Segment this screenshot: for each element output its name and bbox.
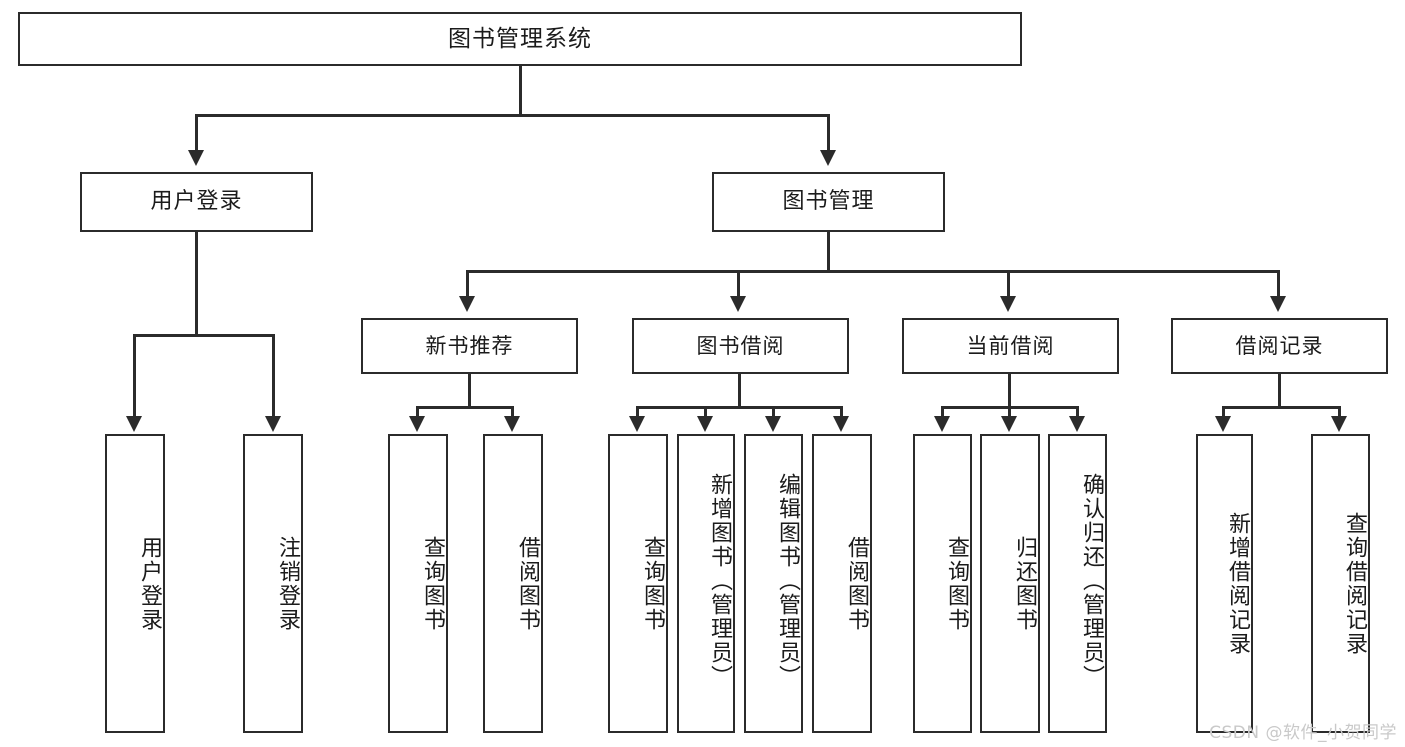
arrowhead-query-book-3 (934, 416, 950, 432)
node-new-book-recommend[interactable]: 新书推荐 (361, 318, 578, 374)
leaf-borrow-book-recommend[interactable]: 借阅图书 (483, 434, 543, 733)
leaf-add-borrow-record[interactable]: 新增借阅记录 (1196, 434, 1253, 733)
connector-drop-query-book-1 (416, 406, 419, 418)
connector-drop-query-book-2 (636, 406, 639, 418)
node-root-book-management-system[interactable]: 图书管理系统 (18, 12, 1022, 66)
connector-user-login-stem (195, 232, 198, 336)
arrowhead-leaf-logout (265, 416, 281, 432)
arrowhead-add-book (697, 416, 713, 432)
connector-drop-edit-book (772, 406, 775, 418)
node-book-management[interactable]: 图书管理 (712, 172, 945, 232)
node-user-login[interactable]: 用户登录 (80, 172, 313, 232)
node-label: 用户登录 (150, 189, 243, 215)
connector-level1-bus (195, 114, 829, 117)
arrowhead-borrow-book-2 (833, 416, 849, 432)
node-label: 新增借阅记录 (1225, 511, 1250, 656)
connector-drop-add-borrow-record (1222, 406, 1225, 418)
node-label: 查询图书 (640, 535, 665, 632)
leaf-confirm-return-admin[interactable]: 确认归还（管理员） (1048, 434, 1107, 733)
arrowhead-borrow-record (1270, 296, 1286, 312)
node-label: 图书借阅 (696, 333, 785, 358)
connector-drop-current-borrow (1007, 270, 1010, 298)
connector-drop-borrow-record (1277, 270, 1280, 298)
leaf-query-book-recommend[interactable]: 查询图书 (388, 434, 448, 733)
leaf-logout[interactable]: 注销登录 (243, 434, 303, 733)
arrowhead-add-borrow-record (1215, 416, 1231, 432)
arrowhead-book-management (820, 150, 836, 166)
connector-user-login-bus (133, 334, 275, 337)
node-label: 注销登录 (275, 535, 300, 632)
node-label: 查询图书 (944, 535, 969, 632)
arrowhead-book-borrow (730, 296, 746, 312)
leaf-query-book-borrow[interactable]: 查询图书 (608, 434, 668, 733)
arrowhead-query-book-1 (409, 416, 425, 432)
leaf-edit-book-admin[interactable]: 编辑图书（管理员） (744, 434, 803, 733)
connector-borrow-record-bus (1222, 406, 1340, 409)
connector-level2-bus (466, 270, 1280, 273)
node-current-borrow[interactable]: 当前借阅 (902, 318, 1119, 374)
connector-drop-borrow-book-1 (511, 406, 514, 418)
connector-drop-confirm-return (1076, 406, 1079, 418)
arrowhead-confirm-return (1069, 416, 1085, 432)
node-label: 借阅记录 (1235, 333, 1324, 358)
arrowhead-user-login (188, 150, 204, 166)
connector-current-borrow-stem (1008, 374, 1011, 408)
node-borrow-record[interactable]: 借阅记录 (1171, 318, 1388, 374)
leaf-user-login[interactable]: 用户登录 (105, 434, 165, 733)
node-label: 图书管理 (782, 189, 875, 215)
node-label: 新书推荐 (425, 333, 514, 358)
node-label: 当前借阅 (966, 333, 1055, 358)
arrowhead-leaf-user-login (126, 416, 142, 432)
connector-drop-book-borrow (737, 270, 740, 298)
node-label: 用户登录 (137, 535, 162, 632)
connector-book-borrow-bus (636, 406, 842, 409)
leaf-query-book-current[interactable]: 查询图书 (913, 434, 972, 733)
connector-drop-borrow-book-2 (840, 406, 843, 418)
arrowhead-query-book-2 (629, 416, 645, 432)
connector-book-management-stem (827, 232, 830, 272)
leaf-query-borrow-record[interactable]: 查询借阅记录 (1311, 434, 1370, 733)
node-label: 借阅图书 (844, 535, 869, 632)
node-label: 新增图书（管理员） (707, 472, 732, 689)
connector-drop-query-borrow-record (1338, 406, 1341, 418)
arrowhead-current-borrow (1000, 296, 1016, 312)
node-book-borrow[interactable]: 图书借阅 (632, 318, 849, 374)
arrowhead-edit-book (765, 416, 781, 432)
arrowhead-borrow-book-1 (504, 416, 520, 432)
node-label: 编辑图书（管理员） (775, 472, 800, 689)
connector-drop-leaf-logout (272, 334, 275, 418)
connector-new-book-recommend-bus (416, 406, 513, 409)
node-label: 确认归还（管理员） (1079, 472, 1104, 689)
connector-new-book-recommend-stem (468, 374, 471, 408)
connector-drop-book-management (827, 114, 830, 152)
connector-drop-new-book-recommend (466, 270, 469, 298)
node-label: 归还图书 (1012, 535, 1037, 632)
leaf-add-book-admin[interactable]: 新增图书（管理员） (677, 434, 735, 733)
connector-drop-user-login (195, 114, 198, 152)
arrowhead-new-book-recommend (459, 296, 475, 312)
node-label: 图书管理系统 (448, 25, 592, 52)
connector-drop-leaf-user-login (133, 334, 136, 418)
connector-drop-return-book (1008, 406, 1011, 418)
arrowhead-return-book (1001, 416, 1017, 432)
leaf-return-book[interactable]: 归还图书 (980, 434, 1040, 733)
connector-borrow-record-stem (1278, 374, 1281, 408)
connector-book-borrow-stem (738, 374, 741, 408)
connector-drop-query-book-3 (941, 406, 944, 418)
leaf-borrow-book-borrow[interactable]: 借阅图书 (812, 434, 872, 733)
arrowhead-query-borrow-record (1331, 416, 1347, 432)
node-label: 借阅图书 (515, 535, 540, 632)
node-label: 查询图书 (420, 535, 445, 632)
connector-drop-add-book (704, 406, 707, 418)
node-label: 查询借阅记录 (1342, 511, 1367, 656)
connector-root-stem (519, 66, 522, 116)
